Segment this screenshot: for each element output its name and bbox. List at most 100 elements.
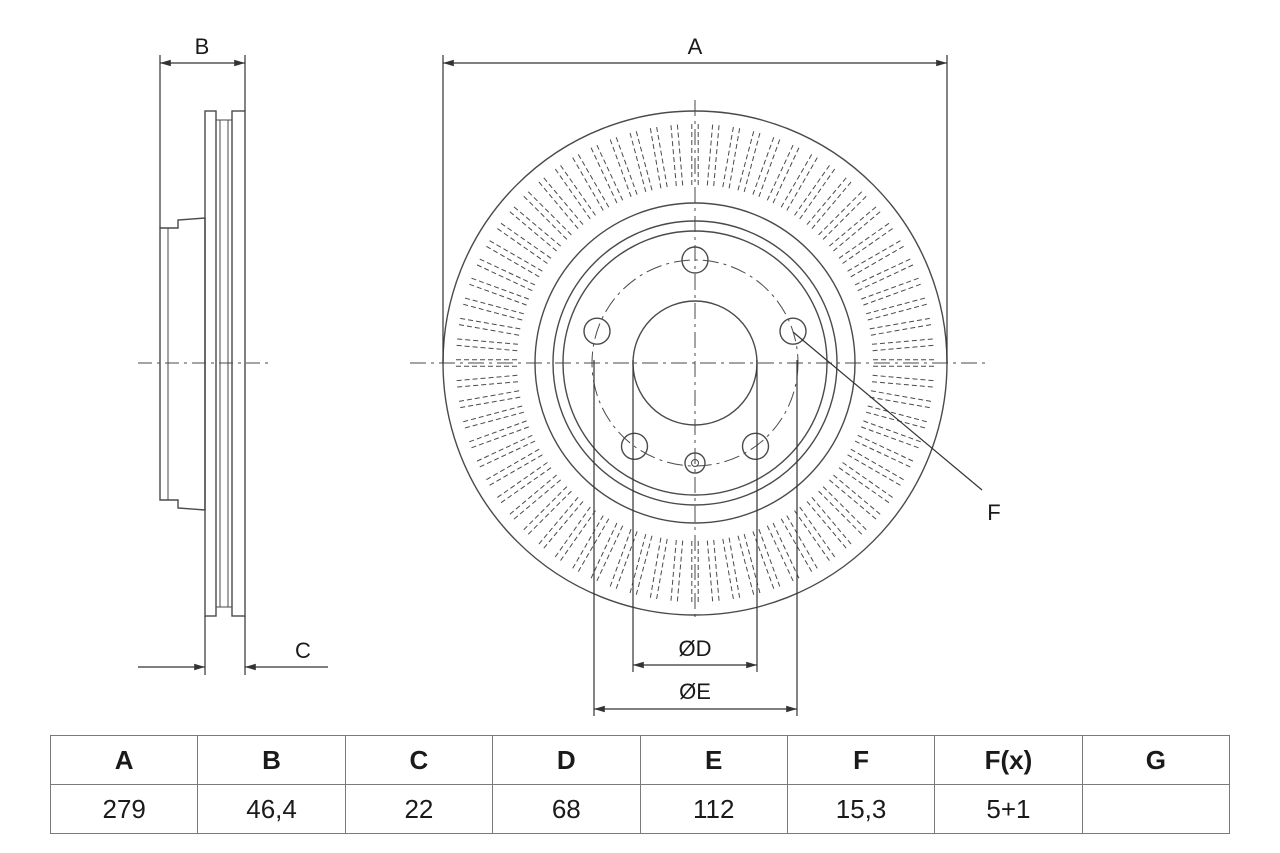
cooling-vane — [706, 539, 720, 605]
dimension-e — [593, 360, 798, 716]
dimension-a — [442, 55, 948, 363]
value-e: 112 — [639, 784, 788, 834]
cooling-vane — [737, 533, 762, 598]
value-b: 46,4 — [197, 784, 346, 834]
cooling-vane — [536, 496, 584, 551]
cooling-vane — [818, 189, 869, 240]
cooling-vane — [453, 374, 519, 388]
cooling-vane — [861, 420, 924, 450]
cooling-vane — [507, 474, 562, 522]
cooling-vane — [670, 121, 684, 187]
header-a: A — [49, 735, 199, 785]
cooling-vane — [806, 175, 854, 230]
cooling-vane — [780, 515, 820, 575]
value-g — [1081, 784, 1231, 834]
cooling-vane — [466, 276, 529, 306]
header-g: G — [1081, 735, 1231, 785]
value-d: 68 — [492, 784, 641, 834]
cooling-vane — [865, 405, 930, 430]
cooling-vane — [722, 537, 741, 602]
specification-table: A B C D E F F(x) G 279 46,4 22 68 112 15… — [49, 735, 1231, 834]
cooling-vane — [628, 128, 653, 193]
header-c: C — [344, 735, 494, 785]
label-e: ØE — [679, 679, 711, 704]
side-outer-plate — [204, 110, 217, 617]
front-view — [410, 100, 985, 620]
cooling-vane — [649, 537, 668, 602]
cooling-vane — [553, 506, 596, 564]
value-c: 22 — [344, 784, 494, 834]
bolt-hole — [583, 317, 611, 345]
cooling-vane — [838, 462, 896, 505]
side-view — [138, 110, 270, 617]
bolt-hole — [620, 432, 649, 460]
cooling-vane — [691, 541, 699, 605]
cooling-vane — [869, 317, 934, 336]
cooling-vane — [871, 338, 937, 352]
cooling-vane — [861, 276, 924, 306]
spec-header-row: A B C D E F F(x) G — [49, 735, 1231, 785]
label-d: ØD — [679, 636, 712, 661]
dimension-b — [159, 55, 246, 228]
cooling-vane — [854, 257, 916, 292]
cooling-vane — [766, 142, 801, 204]
cooling-vane — [780, 151, 820, 211]
cooling-vane — [873, 359, 937, 367]
cooling-vane — [521, 486, 572, 537]
cooling-vane — [494, 462, 552, 505]
cooling-vane — [691, 121, 699, 185]
cooling-vane — [466, 420, 529, 450]
cooling-vane — [794, 162, 837, 220]
dimension-d — [632, 360, 758, 672]
cooling-vane — [865, 296, 930, 321]
cooling-vane — [453, 338, 519, 352]
value-f: 15,3 — [786, 784, 936, 834]
header-e: E — [639, 735, 788, 785]
label-f: F — [987, 500, 1000, 525]
cooling-vane — [766, 522, 801, 584]
header-fx: F(x) — [934, 735, 1083, 785]
cooling-vane — [456, 317, 521, 336]
cooling-vane — [794, 506, 837, 564]
cooling-vane — [871, 374, 937, 388]
cooling-vane — [460, 296, 525, 321]
cooling-vane — [869, 390, 934, 409]
cooling-vane — [570, 151, 610, 211]
cooling-vane — [553, 162, 596, 220]
cooling-vane — [589, 142, 624, 204]
cooling-vane — [521, 189, 572, 240]
header-d: D — [492, 735, 641, 785]
cooling-vane — [847, 238, 907, 278]
label-a: A — [688, 34, 703, 59]
bolt-hole — [741, 432, 770, 460]
cooling-vane — [494, 221, 552, 264]
cooling-vane — [854, 434, 916, 469]
cooling-vane — [589, 522, 624, 584]
cooling-vane — [507, 204, 562, 252]
cooling-vane — [828, 474, 883, 522]
cooling-vane — [722, 124, 741, 189]
cooling-vane — [483, 238, 543, 278]
cooling-vane — [828, 204, 883, 252]
cooling-vane — [806, 496, 854, 551]
cooling-vane — [628, 533, 653, 598]
label-c: C — [295, 638, 311, 663]
cooling-vane — [818, 486, 869, 537]
cooling-vane — [474, 257, 536, 292]
dimension-c — [138, 616, 328, 675]
bolt-hole — [779, 317, 807, 345]
header-b: B — [197, 735, 346, 785]
header-f: F — [786, 735, 936, 785]
cooling-vane — [847, 448, 907, 488]
cooling-vane — [608, 134, 638, 197]
cooling-vane — [456, 390, 521, 409]
cooling-vane — [483, 448, 543, 488]
cooling-vane — [460, 405, 525, 430]
spec-value-row: 279 46,4 22 68 112 15,3 5+1 — [49, 784, 1231, 834]
cooling-vane — [474, 434, 536, 469]
cooling-vane — [706, 121, 720, 187]
cooling-vane — [752, 134, 782, 197]
side-hat-profile — [159, 217, 206, 511]
value-fx: 5+1 — [934, 784, 1083, 834]
cooling-vane — [453, 359, 517, 367]
